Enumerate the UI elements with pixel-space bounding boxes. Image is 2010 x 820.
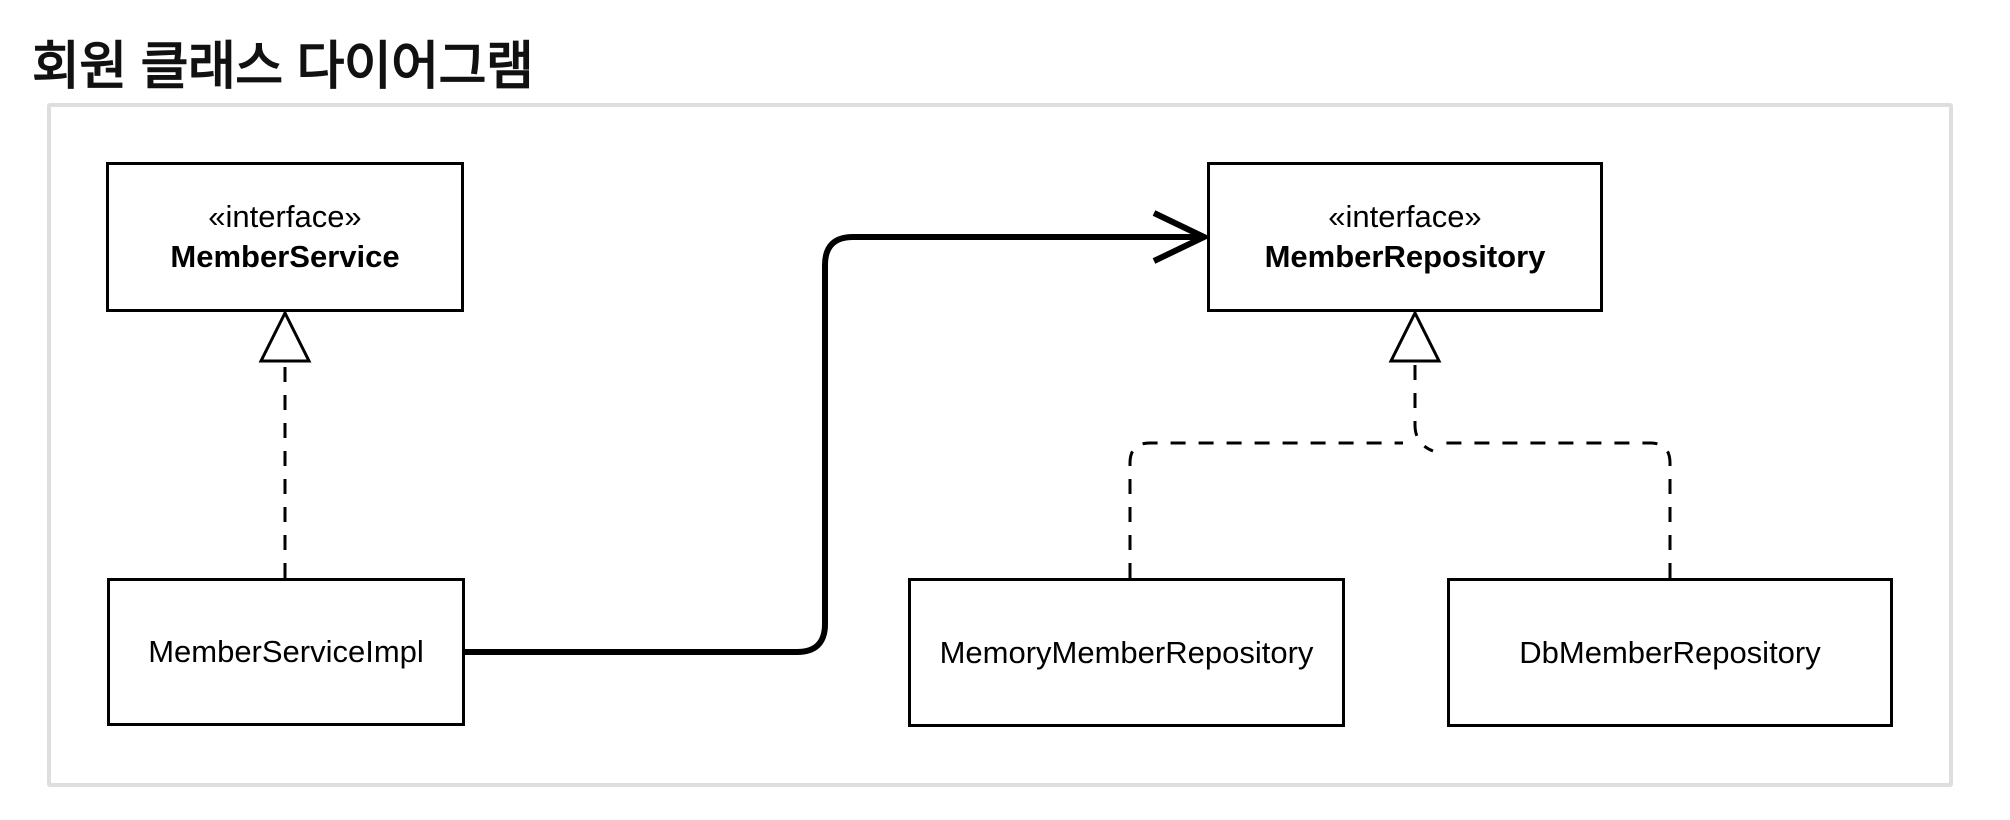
- diagram-frame: MemberRepository (thick solid, rounded c…: [47, 103, 1953, 787]
- class-box-member-service: «interface» MemberService: [106, 162, 464, 312]
- class-box-memory-member-repository: MemoryMemberRepository: [908, 578, 1345, 727]
- class-box-member-repository: «interface» MemberRepository: [1207, 162, 1603, 312]
- class-name-label: MemberServiceImpl: [148, 634, 424, 669]
- connector-layer: MemberRepository (thick solid, rounded c…: [258, 210, 1672, 655]
- class-box-db-member-repository: DbMemberRepository: [1447, 578, 1893, 727]
- class-name-label: MemberService: [170, 239, 400, 274]
- page-title: 회원 클래스 다이어그램: [32, 38, 534, 96]
- realization-shared-stem: [1388, 309, 1442, 453]
- stereotype-label: «interface»: [1328, 199, 1482, 234]
- dependency-memberserviceimpl-to-memberrepository: [465, 210, 1211, 655]
- realization-dbmemberrepository-to-memberrepository: [1443, 441, 1672, 578]
- class-name-label: MemoryMemberRepository: [939, 634, 1314, 670]
- stereotype-label: «interface»: [208, 199, 362, 234]
- hollow-triangle-arrowhead-icon: [1388, 309, 1442, 363]
- open-arrowhead-icon: [1152, 210, 1211, 264]
- hollow-triangle-arrowhead-icon: [258, 309, 312, 363]
- realization-memorymemberrepository-to-memberrepository: [1128, 441, 1403, 578]
- realization-memberserviceimpl-to-memberservice: [258, 309, 312, 578]
- class-name-label: MemberRepository: [1264, 239, 1546, 274]
- class-box-member-service-impl: MemberServiceImpl: [107, 578, 465, 726]
- class-name-label: DbMemberRepository: [1519, 634, 1821, 670]
